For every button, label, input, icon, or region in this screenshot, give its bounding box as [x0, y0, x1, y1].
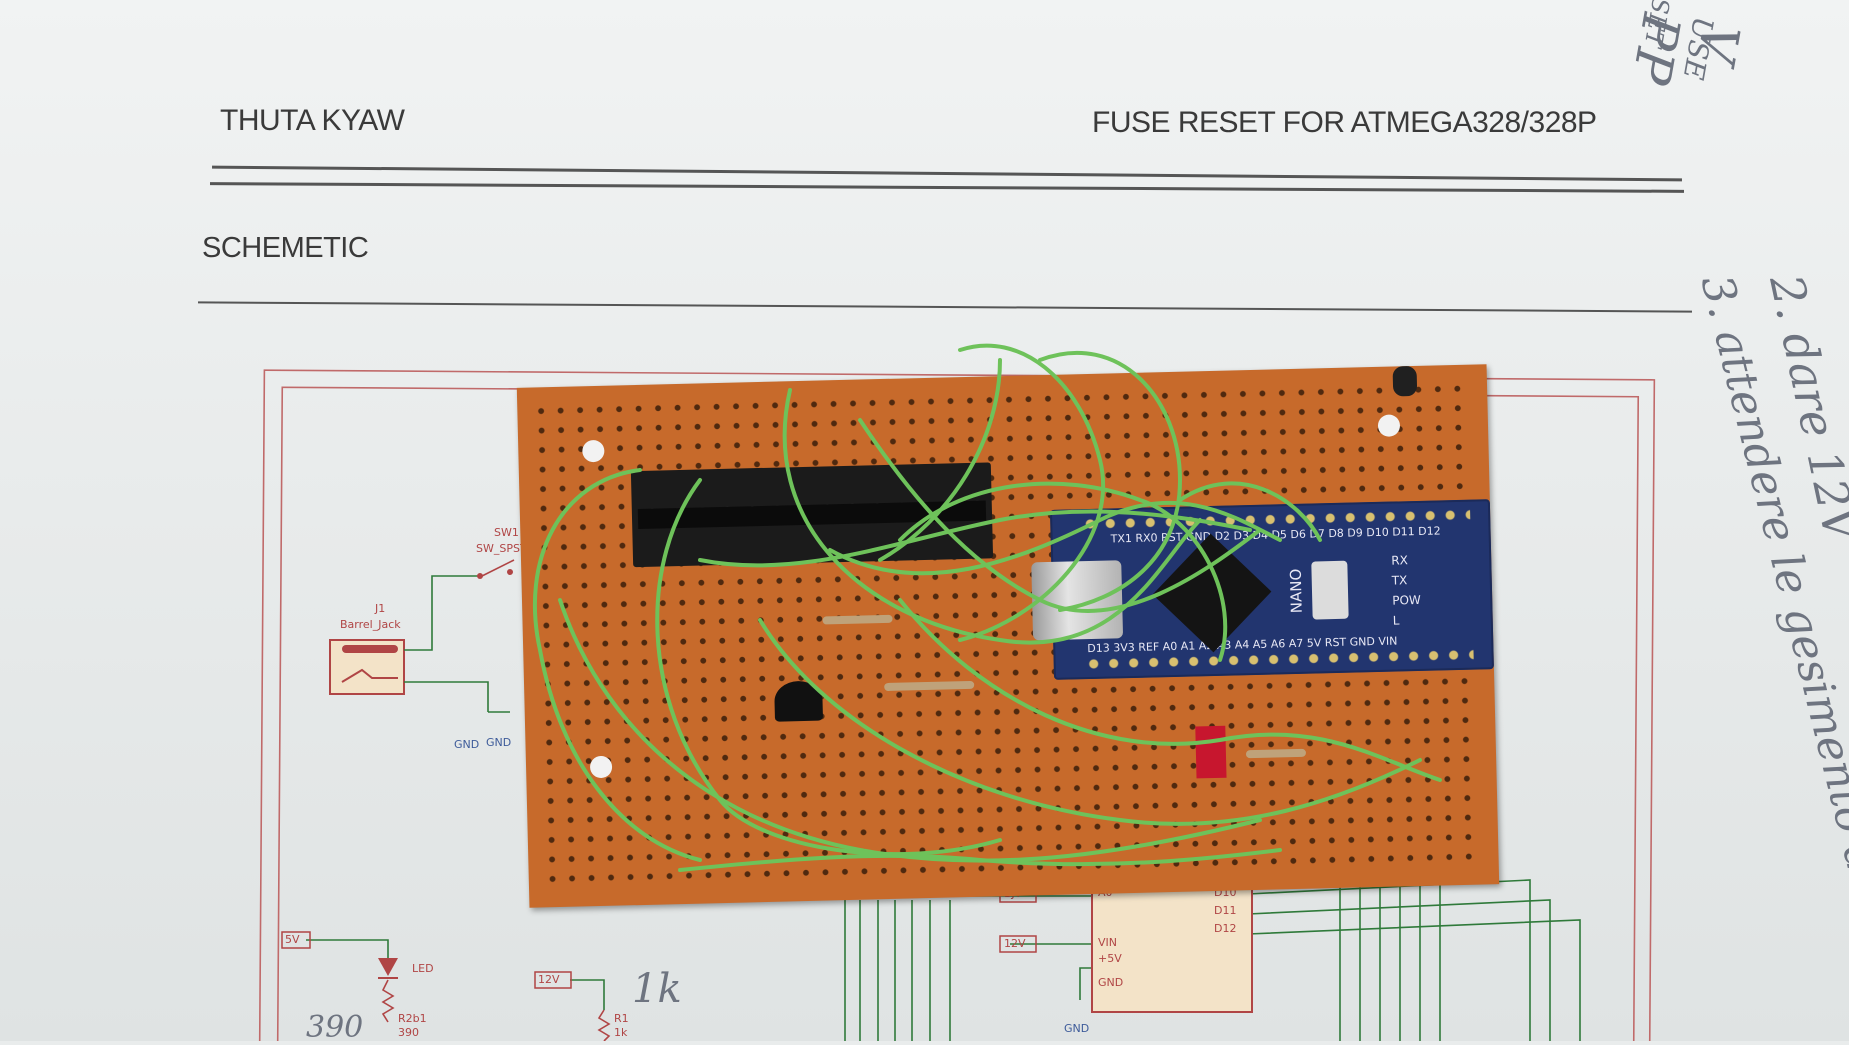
handwritten-1k: 1k: [632, 966, 682, 1012]
gnd-label-2: GND: [486, 736, 512, 749]
ic-pin-vin: VIN: [1098, 936, 1117, 949]
r1-value: 1k: [614, 1026, 628, 1039]
label-12v-b: 12V: [1004, 937, 1026, 950]
r1-ref: R1: [614, 1012, 629, 1025]
ic-pin-5v: +5V: [1098, 952, 1122, 965]
ic-pin-d12: D12: [1214, 922, 1237, 935]
r2-value: 390: [398, 1026, 419, 1039]
jack-name: Barrel_Jack: [340, 618, 401, 631]
document-title: FUSE RESET FOR ATMEGA328/328P: [1092, 106, 1597, 139]
label-5v: 5V: [285, 933, 300, 946]
led-label: LED: [412, 962, 434, 975]
switch-name: SW_SPST: [476, 542, 527, 555]
section-heading: SCHEMETIC: [202, 232, 369, 264]
r2-ref: R2b1: [398, 1012, 427, 1025]
ic-pin-d11: D11: [1214, 904, 1237, 917]
handwritten-390: 390: [306, 1010, 364, 1045]
gnd-label-1: GND: [454, 738, 480, 751]
gnd-bottom: GND: [1064, 1022, 1090, 1035]
ic-pin-gnd: GND: [1098, 976, 1124, 989]
jack-ref: J1: [375, 602, 386, 615]
switch-ref: SW1: [494, 526, 519, 539]
author-name: THUTA KYAW: [220, 104, 405, 137]
label-12v-a: 12V: [538, 973, 560, 986]
